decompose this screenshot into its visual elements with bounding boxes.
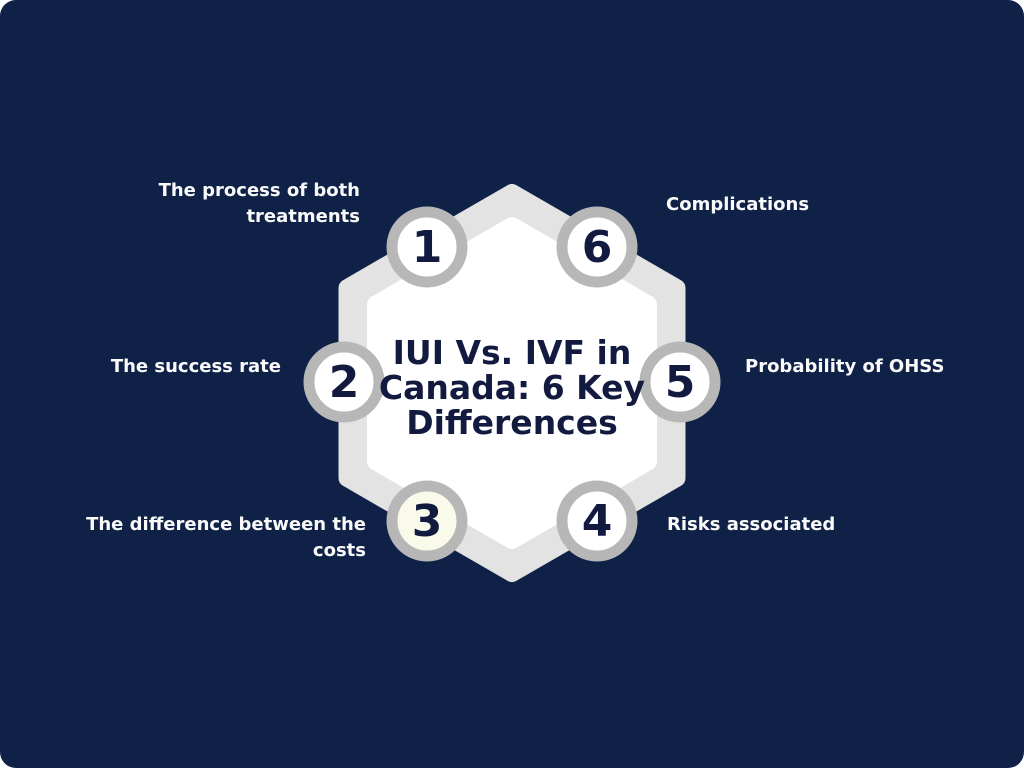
step-number-4: 4 xyxy=(581,495,613,547)
step-number-3: 3 xyxy=(411,495,443,547)
hexagon-inner-fill xyxy=(367,217,657,549)
step-circle-4 xyxy=(556,480,638,562)
page-title-line-2: Canada: 6 Key xyxy=(378,368,646,407)
item-label-4: Risks associated xyxy=(667,514,836,535)
item-label-5: Probability of OHSS xyxy=(745,356,945,377)
page-title-line-1: IUI Vs. IVF in xyxy=(392,333,632,372)
item-label-6: Complications xyxy=(666,194,810,215)
step-number-5: 5 xyxy=(664,356,696,408)
step-number-6: 6 xyxy=(581,221,613,273)
step-number-1: 1 xyxy=(411,221,443,273)
step-circle-3 xyxy=(386,480,468,562)
step-number-2: 2 xyxy=(328,356,360,408)
page-title-line-3: Differences xyxy=(406,403,618,442)
item-label-1: The process of both treatments xyxy=(158,180,360,227)
step-circle-1 xyxy=(386,206,468,288)
step-circle-5 xyxy=(639,341,721,423)
step-circle-6 xyxy=(556,206,638,288)
step-circle-2 xyxy=(303,341,385,423)
page-title: IUI Vs. IVF in Canada: 6 Key Differences xyxy=(342,335,682,440)
item-label-2: The success rate xyxy=(110,356,281,377)
item-label-3: The difference between the costs xyxy=(86,514,366,561)
